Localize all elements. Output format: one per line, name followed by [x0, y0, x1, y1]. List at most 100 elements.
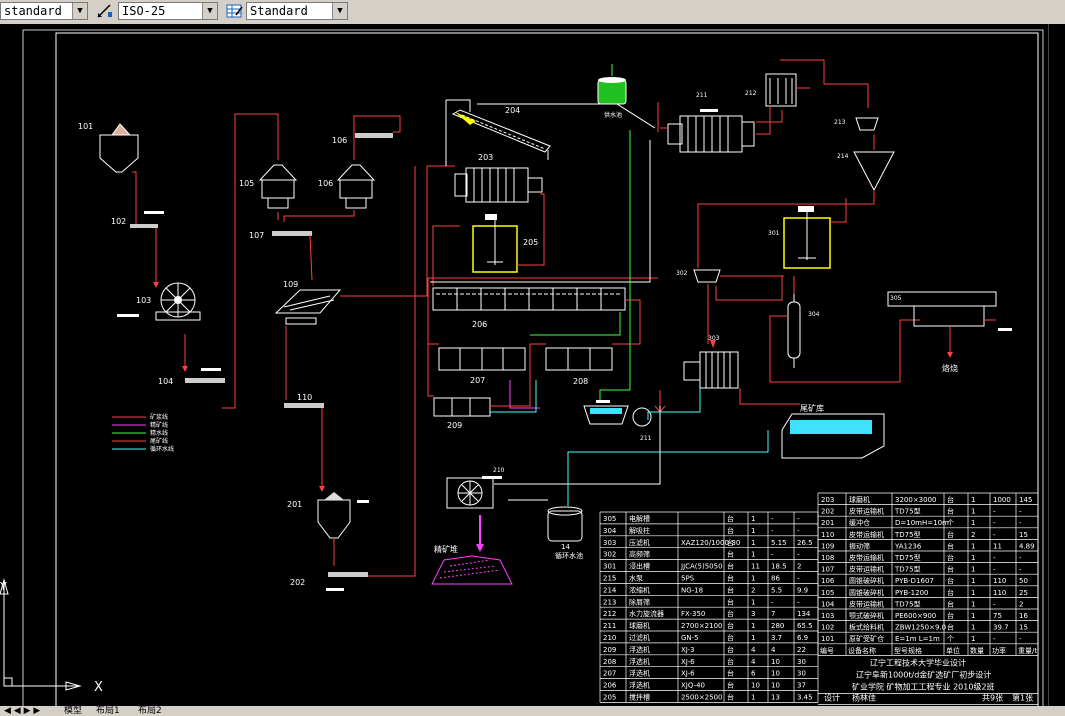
table-left-cell: 高频筛: [629, 550, 650, 559]
table-right-cell: -: [1019, 554, 1022, 562]
label-205: 205: [523, 238, 538, 247]
cone-crusher-105[interactable]: 105: [239, 164, 298, 209]
hf-screen-302[interactable]: 302: [676, 269, 721, 283]
belt-110[interactable]: [284, 403, 324, 408]
vibrating-screen-109[interactable]: 109: [274, 280, 342, 325]
table-right-cell: 102: [821, 624, 834, 632]
chevron-down-icon[interactable]: ▼: [332, 3, 347, 19]
table-left-cell: 浮选机: [629, 657, 650, 666]
table-left-cell: XJ-6: [681, 658, 695, 666]
chevron-down-icon[interactable]: ▼: [202, 3, 217, 19]
sheet-number: 第1张: [1012, 692, 1033, 702]
table-right-cell: -: [993, 531, 996, 539]
table-right-cell: -: [993, 519, 996, 527]
table-left-cell: 26.5: [797, 539, 813, 547]
table-left-cell: 22: [797, 646, 806, 654]
tailings-pond[interactable]: 尾矿库: [781, 403, 885, 459]
tab-layout2[interactable]: 布局2: [138, 706, 162, 716]
flotation-bank-208[interactable]: 208: [545, 347, 613, 386]
filter-210[interactable]: 210: [446, 467, 505, 509]
table-left-cell: 134: [797, 610, 811, 618]
agitation-tank-205[interactable]: 205: [472, 214, 538, 273]
table-left-cell: 212: [603, 610, 616, 618]
thickener-214[interactable]: 214: [837, 151, 895, 192]
label-101: 101: [78, 122, 93, 131]
title-school: 辽宁工程技术大学毕业设计: [870, 657, 966, 667]
chevron-down-icon[interactable]: ▼: [72, 3, 87, 19]
table-right-cell: PYB-D1607: [895, 577, 934, 585]
electrolytic-cell-305[interactable]: 305: [887, 291, 1012, 331]
ucs-icon: X Y: [0, 578, 103, 695]
table-left-cell: 1: [751, 539, 755, 547]
table-left-cell: 水力旋流器: [629, 609, 664, 618]
table-right-cell: 4.89: [1019, 542, 1035, 550]
table-left-cell: 解吸柱: [629, 526, 650, 535]
belt-106[interactable]: [355, 133, 393, 138]
ball-mill-211[interactable]: 211: [667, 92, 755, 153]
belt-202[interactable]: [328, 572, 368, 577]
water-supply-label: 供水池: [604, 111, 622, 119]
table-left-cell: 211: [603, 622, 616, 630]
text-style-value: standard: [4, 4, 62, 18]
table-left-cell: 台: [727, 681, 734, 690]
water-supply-tank[interactable]: 供水池: [597, 64, 627, 119]
belt-107[interactable]: [272, 231, 312, 236]
table-left-cell: 10: [771, 658, 780, 666]
tab-nav-icon[interactable]: ◀ ◀ ▶ ▶: [4, 706, 41, 716]
feeder-102[interactable]: [130, 224, 158, 228]
table-left-cell: 213: [603, 598, 616, 606]
table-left-cell: 205: [603, 694, 616, 702]
table-right-cell: 1: [971, 600, 975, 608]
belt-104[interactable]: [185, 378, 225, 383]
buffer-bin-201[interactable]: 201: [287, 492, 369, 539]
table-right-cell: 25: [1019, 589, 1028, 597]
jaw-crusher-103[interactable]: 103: [117, 282, 201, 321]
dim-style-select[interactable]: ISO-25 ▼: [118, 2, 218, 20]
filter-press-303[interactable]: 303: [683, 335, 739, 389]
ball-mill-203[interactable]: 203: [454, 153, 543, 203]
table-left-cell: 3.45: [797, 694, 813, 702]
table-right-cell: -: [993, 635, 996, 643]
desorption-column-304[interactable]: 304: [787, 294, 820, 368]
table-right-cell: 39.7: [993, 624, 1009, 632]
leach-tank-301[interactable]: 301: [768, 206, 831, 269]
table-left-cell: 1: [751, 598, 755, 606]
table-right-cell: 101: [821, 635, 834, 643]
trash-screen-213[interactable]: 213: [834, 117, 879, 131]
dimension-style-icon[interactable]: [96, 3, 114, 19]
cone-crusher-106[interactable]: 106: [318, 164, 376, 209]
table-left-cell: 浮选机: [629, 645, 650, 654]
table-right-cell: -: [1019, 635, 1022, 643]
table-right-cell: 203: [821, 496, 834, 504]
svg-text:循环水线: 循环水线: [150, 445, 174, 453]
table-style-icon[interactable]: [226, 3, 244, 19]
table-right-cell: 16: [1019, 612, 1028, 620]
drawing-canvas[interactable]: 101 102 103 104 105 106 106 107 109: [0, 24, 1065, 716]
table-right-cell: 台: [947, 507, 954, 516]
vertical-scrollbar[interactable]: [1048, 24, 1065, 716]
table-right-cell: 110: [993, 589, 1006, 597]
table-right-cell: 2: [971, 531, 975, 539]
table-left-cell: 3: [751, 610, 755, 618]
tab-model[interactable]: 模型: [64, 706, 83, 716]
text-style-select[interactable]: standard ▼: [0, 2, 88, 20]
tab-layout1[interactable]: 布局1: [96, 706, 120, 716]
hydrocyclone-212[interactable]: 212: [745, 73, 797, 107]
spiral-classifier-204[interactable]: 204: [451, 106, 551, 153]
table-left-cell: 台: [727, 609, 734, 618]
flotation-bank-206[interactable]: 206: [432, 287, 626, 329]
table-header-cell: 型号规格: [894, 646, 922, 655]
table-left-cell: 2: [751, 586, 755, 594]
label-202: 202: [290, 578, 305, 587]
table-left-cell: 5.5: [771, 586, 782, 594]
table-style-select[interactable]: Standard ▼: [246, 2, 348, 20]
ore-bin-101[interactable]: 101: [78, 122, 139, 173]
table-left-cell: 台: [727, 585, 734, 594]
table-right-cell: 1: [971, 566, 975, 574]
slurry-tank-211[interactable]: 211: [583, 400, 652, 442]
table-right-cell: 107: [821, 566, 834, 574]
circulating-water-pool[interactable]: 14 循环水池: [547, 506, 583, 560]
flotation-bank-207[interactable]: 207: [438, 347, 526, 385]
flotation-bank-209[interactable]: 209: [433, 397, 491, 430]
